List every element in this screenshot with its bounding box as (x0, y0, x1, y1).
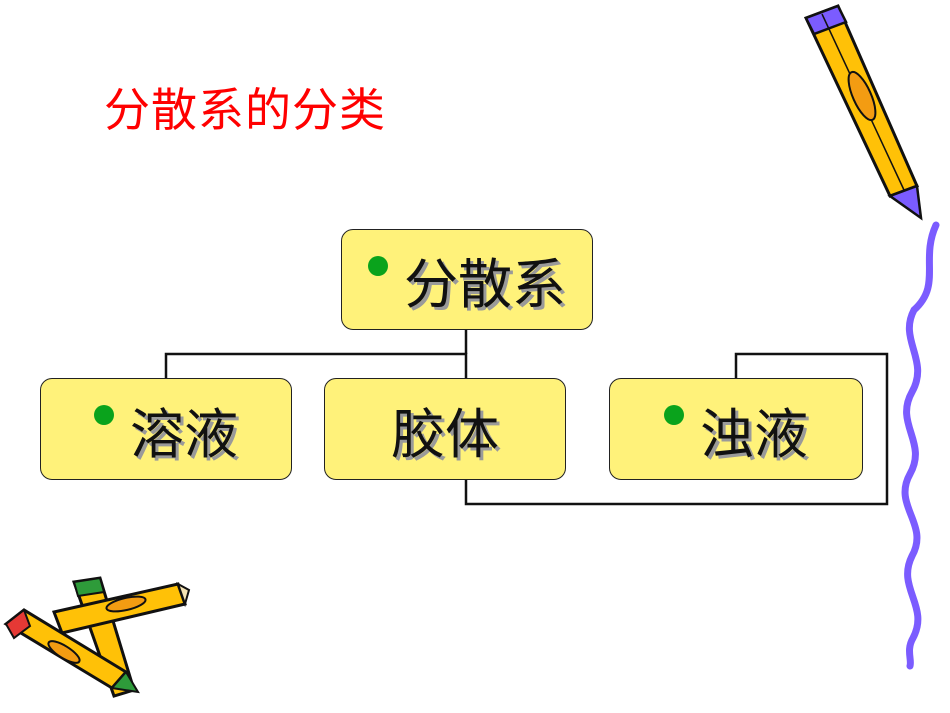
wavy-ribbon (901, 221, 940, 670)
node-colloid-label: 胶体 (391, 402, 499, 466)
slide-title: 分散系的分类 (104, 83, 386, 137)
bullet-dot (664, 405, 684, 425)
node-root-label: 分散系 (404, 253, 566, 316)
node-root: 分散系 (341, 229, 593, 330)
node-suspension-label: 浊液 (700, 402, 808, 466)
bullet-dot (94, 405, 114, 425)
node-solution-label: 溶液 (130, 402, 238, 466)
node-solution: 溶液 (40, 378, 292, 480)
connector-root-to-solution-colloid (164, 352, 468, 378)
node-colloid: 胶体 (324, 378, 566, 480)
bullet-dot (368, 255, 388, 276)
node-suspension: 浊液 (609, 378, 863, 480)
pencil-icon (803, 4, 923, 221)
crossed-pencils-icon (3, 576, 191, 698)
connector-colloid-to-suspension (464, 352, 889, 506)
